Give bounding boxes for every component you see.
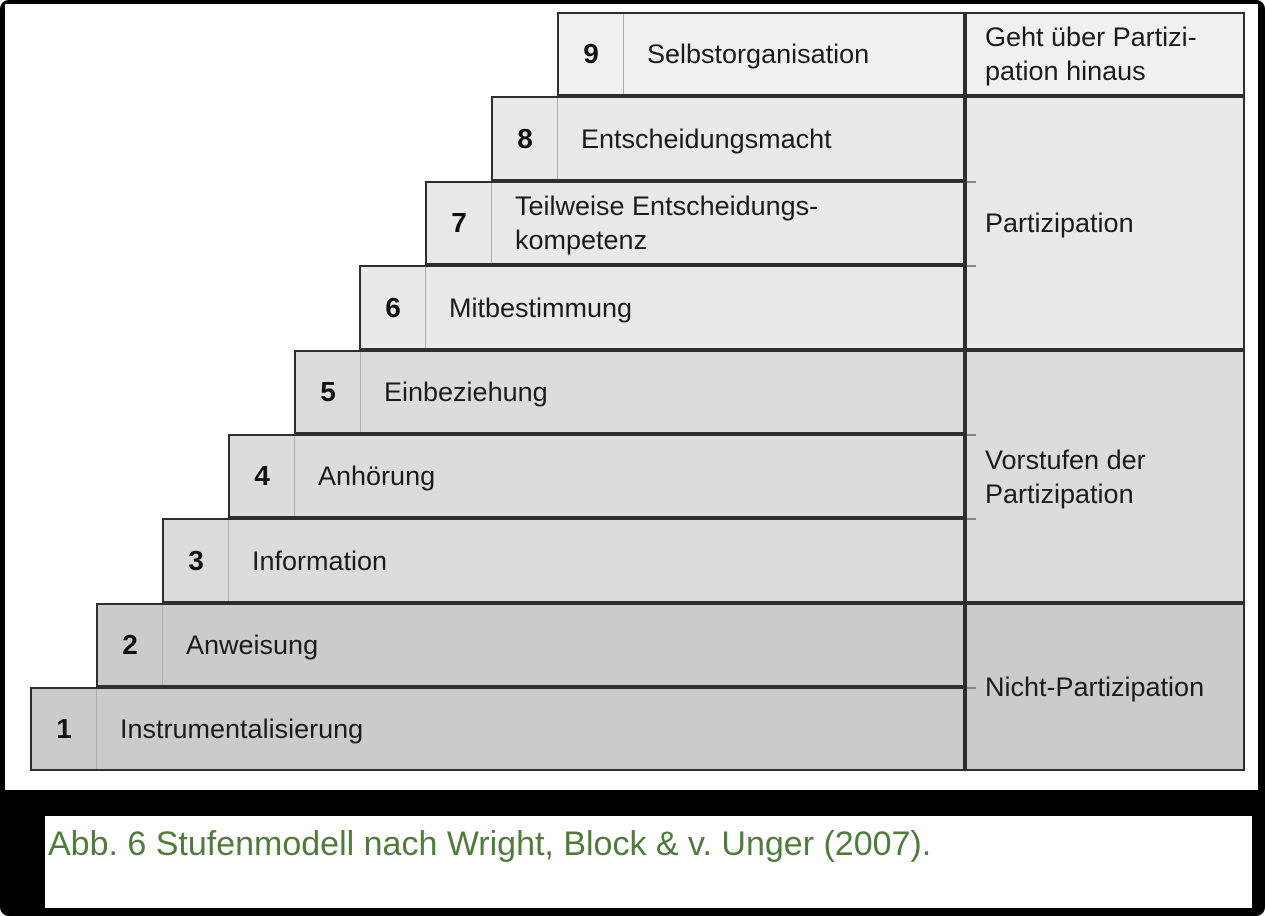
category-box-nicht: Nicht-Partizipation [965,603,1245,771]
step-box-nicht: 1 Instrumentalisierung [30,687,965,771]
category-label-line: Vorstufen der [985,444,1146,475]
step-label-line: Mitbestimmung [449,292,633,323]
step-label-line: kompetenz [515,225,648,255]
step-box-nicht: 2 Anweisung [96,603,965,687]
step-label: Anweisung [186,605,959,685]
number-cell-divider [162,605,163,685]
step-label-line: Instrumentalisierung [120,714,364,744]
row-tick [967,434,976,436]
step-number: 6 [385,291,401,323]
diagram-panel: 9 Selbstorganisation 8 Entscheidungsmacht 7 T… [5,4,1258,790]
category-label-line: Nicht-Partizipation [985,672,1205,702]
step-label-line: Teilweise Entscheidungs- [515,191,819,221]
category-label: Geht über Partizi-pation hinaus [985,14,1239,94]
step-box-partizipation: 6 Mitbestimmung [359,265,965,350]
step-number: 8 [517,122,533,154]
number-cell-divider [491,183,492,263]
step-label: Entscheidungsmacht [581,98,959,179]
category-label-line: pation hinaus [985,56,1146,86]
step-label: Anhörung [318,436,959,516]
step-box-vorstufen: 3 Information [162,518,965,603]
step-label: Mitbestimmung [449,267,959,348]
step-box-beyond: 9 Selbstorganisation [557,12,965,96]
step-number: 9 [583,38,599,69]
category-label: Nicht-Partizipation [985,605,1239,769]
step-number: 3 [188,544,204,576]
category-label-line: Partizipation [985,208,1134,238]
step-number: 7 [451,207,467,238]
category-label-line: Partizipation [985,478,1134,509]
step-label-line: Anhörung [318,461,436,491]
step-number: 2 [122,629,138,660]
number-cell-divider [360,352,361,432]
step-label: Instrumentalisierung [120,689,959,769]
step-label-line: Information [252,545,388,576]
row-tick [967,265,976,267]
number-cell-divider [425,267,426,348]
step-box-vorstufen: 4 Anhörung [228,434,965,518]
step-box-vorstufen: 5 Einbeziehung [294,350,965,434]
category-label: Partizipation [985,98,1239,348]
figure-caption: Abb. 6 Stufenmodell nach Wright, Block &… [48,825,932,863]
number-cell-divider [294,436,295,516]
row-tick [967,687,976,689]
category-label-line: Geht über Partizi- [985,22,1197,52]
step-number: 1 [56,713,72,744]
step-number: 4 [254,460,270,491]
step-box-partizipation: 8 Entscheidungsmacht [491,96,965,181]
step-label-line: Anweisung [186,630,319,660]
number-cell-divider [623,14,624,94]
step-label: Einbeziehung [384,352,959,432]
row-tick [967,181,976,183]
number-cell-divider [557,98,558,179]
step-number: 5 [320,376,336,407]
step-box-partizipation: 7 Teilweise Entscheidungs-kompetenz [425,181,965,265]
step-label: Selbstorganisation [647,14,959,94]
number-cell-divider [96,689,97,769]
number-cell-divider [228,520,229,601]
step-label-line: Selbstorganisation [647,39,870,69]
category-box-partizipation: Partizipation [965,96,1245,350]
caption-panel: Abb. 6 Stufenmodell nach Wright, Block &… [45,816,1252,908]
step-label: Teilweise Entscheidungs-kompetenz [515,183,959,263]
category-box-beyond: Geht über Partizi-pation hinaus [965,12,1245,96]
step-label: Information [252,520,959,601]
step-label-line: Einbeziehung [384,377,548,407]
row-tick [967,518,976,520]
step-label-line: Entscheidungsmacht [581,123,832,154]
